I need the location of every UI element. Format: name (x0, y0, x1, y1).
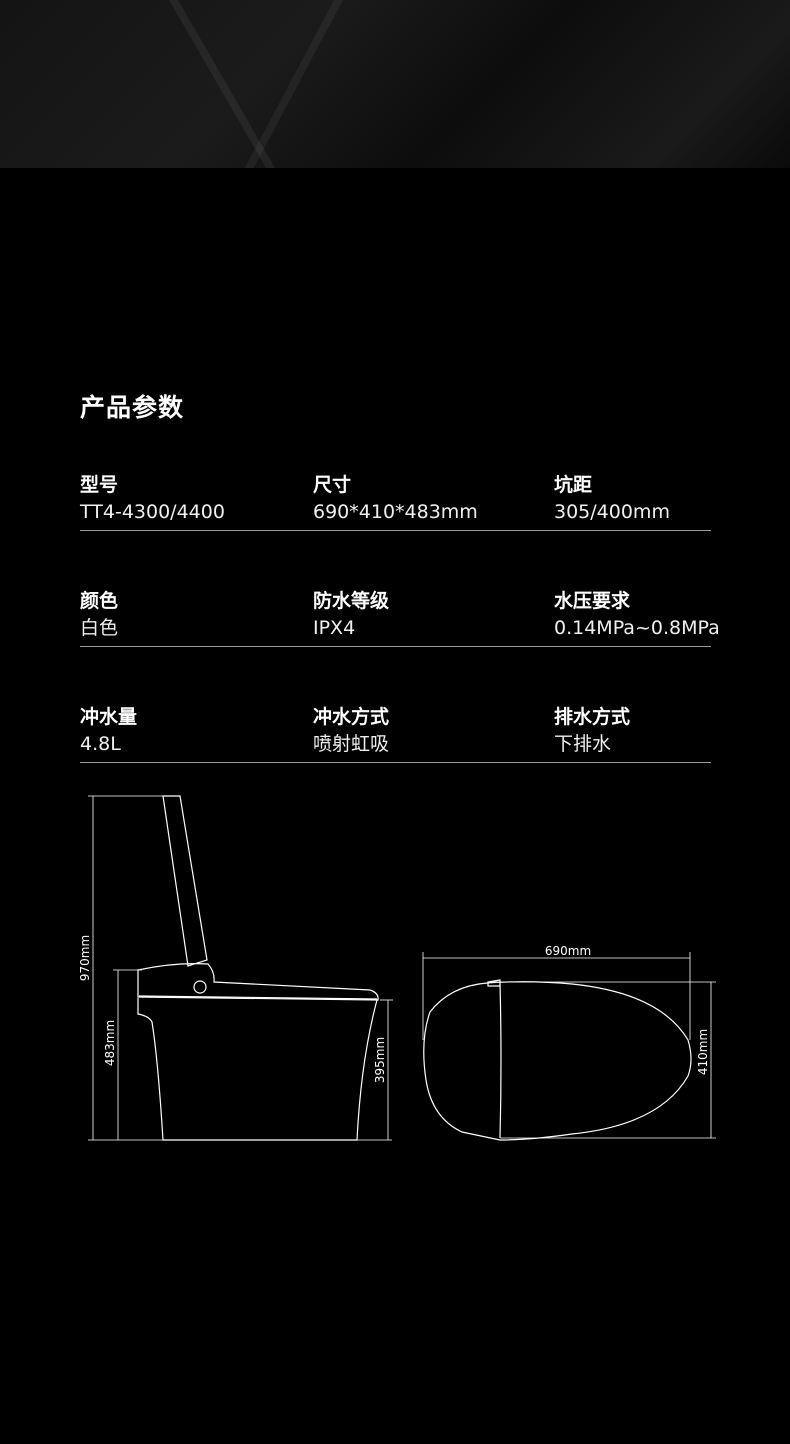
side-view-toilet (137, 795, 379, 1141)
spec-waterproof: 防水等级 IPX4 (313, 588, 389, 642)
spec-label: 水压要求 (554, 590, 631, 612)
side-dimension-lines (88, 795, 393, 1141)
top-view-toilet (423, 979, 692, 1141)
spec-label: 尺寸 (313, 474, 352, 496)
spec-drain-method: 排水方式 下排水 (554, 704, 630, 758)
spec-value: IPX4 (313, 617, 356, 639)
spec-label: 防水等级 (313, 590, 390, 612)
spec-value: 305/400mm (554, 501, 670, 523)
spec-label: 冲水方式 (313, 706, 390, 728)
spec-model: 型号 TT4-4300/4400 (80, 472, 225, 526)
spec-value: 0.14MPa~0.8MPa (554, 617, 720, 639)
spec-row: 型号 TT4-4300/4400 尺寸 690*410*483mm 坑距 305… (80, 472, 711, 531)
seat-height-label: 483mm (103, 1020, 117, 1066)
spec-label: 颜色 (80, 590, 119, 612)
spec-value: 喷射虹吸 (313, 733, 390, 755)
total-height-label: 970mm (78, 935, 92, 981)
spec-value: 4.8L (80, 733, 121, 755)
spec-value: 白色 (80, 617, 119, 639)
spec-rough-in: 坑距 305/400mm (554, 472, 670, 526)
width-label: 410mm (696, 1029, 710, 1075)
spec-value: 690*410*483mm (313, 501, 478, 523)
spec-value: TT4-4300/4400 (80, 501, 225, 523)
spec-water-pressure: 水压要求 0.14MPa~0.8MPa (554, 588, 720, 642)
top-banner (0, 0, 790, 168)
spec-value: 下排水 (554, 733, 612, 755)
spec-row: 颜色 白色 防水等级 IPX4 水压要求 0.14MPa~0.8MPa (80, 588, 720, 647)
dimension-diagram: 970mm 483mm 395mm 690mm 410mm (78, 795, 716, 1141)
section-title: 产品参数 (80, 393, 185, 422)
spec-row: 冲水量 4.8L 冲水方式 喷射虹吸 排水方式 下排水 (80, 704, 711, 763)
length-label: 690mm (545, 944, 591, 958)
spec-label: 坑距 (554, 474, 593, 496)
spec-color: 颜色 白色 (80, 588, 118, 642)
top-dimension-lines (422, 952, 716, 1139)
spec-label: 型号 (80, 474, 119, 496)
spec-label: 排水方式 (554, 706, 631, 728)
spec-flush-method: 冲水方式 喷射虹吸 (313, 704, 389, 758)
spec-flush-volume: 冲水量 4.8L (80, 704, 137, 758)
spec-size: 尺寸 690*410*483mm (313, 472, 478, 526)
bowl-height-label: 395mm (373, 1037, 387, 1083)
spec-label: 冲水量 (80, 706, 138, 728)
